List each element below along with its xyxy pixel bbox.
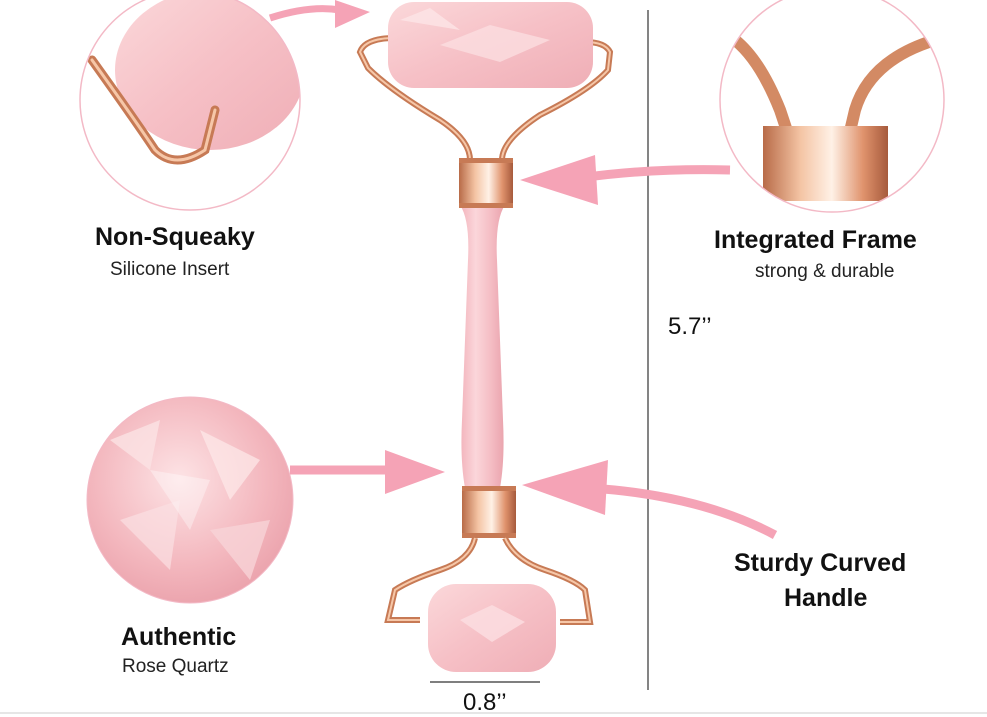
rose-quartz-texture (87, 397, 293, 603)
width-dimension-label: 0.8’’ (463, 689, 507, 716)
non-squeaky-title: Non-Squeaky (95, 223, 255, 251)
arrow-to-frame-joint (520, 155, 731, 205)
roller-bottom-frame (384, 536, 594, 625)
arrow-to-handle-from-right (522, 460, 778, 539)
arrow-to-large-stone (268, 0, 370, 28)
non-squeaky-subtitle: Silicone Insert (110, 259, 230, 280)
integrated-frame-closeup (720, 0, 944, 212)
authentic-title: Authentic (121, 623, 237, 651)
bottom-divider (0, 712, 987, 714)
height-dimension-label: 5.7’’ (668, 313, 712, 340)
large-roller-stone (388, 2, 593, 88)
small-roller-stone (428, 584, 556, 672)
sturdy-handle-title-line2: Handle (784, 584, 868, 612)
integrated-frame-title: Integrated Frame (714, 226, 917, 254)
roller-top-frame (356, 35, 614, 161)
authentic-subtitle: Rose Quartz (122, 656, 229, 677)
integrated-frame-subtitle: strong & durable (755, 261, 895, 282)
roller-handle (459, 158, 516, 538)
arrow-to-handle-from-left (290, 450, 445, 494)
silicone-insert-closeup (80, 0, 300, 210)
sturdy-handle-title-line1: Sturdy Curved (734, 549, 907, 577)
